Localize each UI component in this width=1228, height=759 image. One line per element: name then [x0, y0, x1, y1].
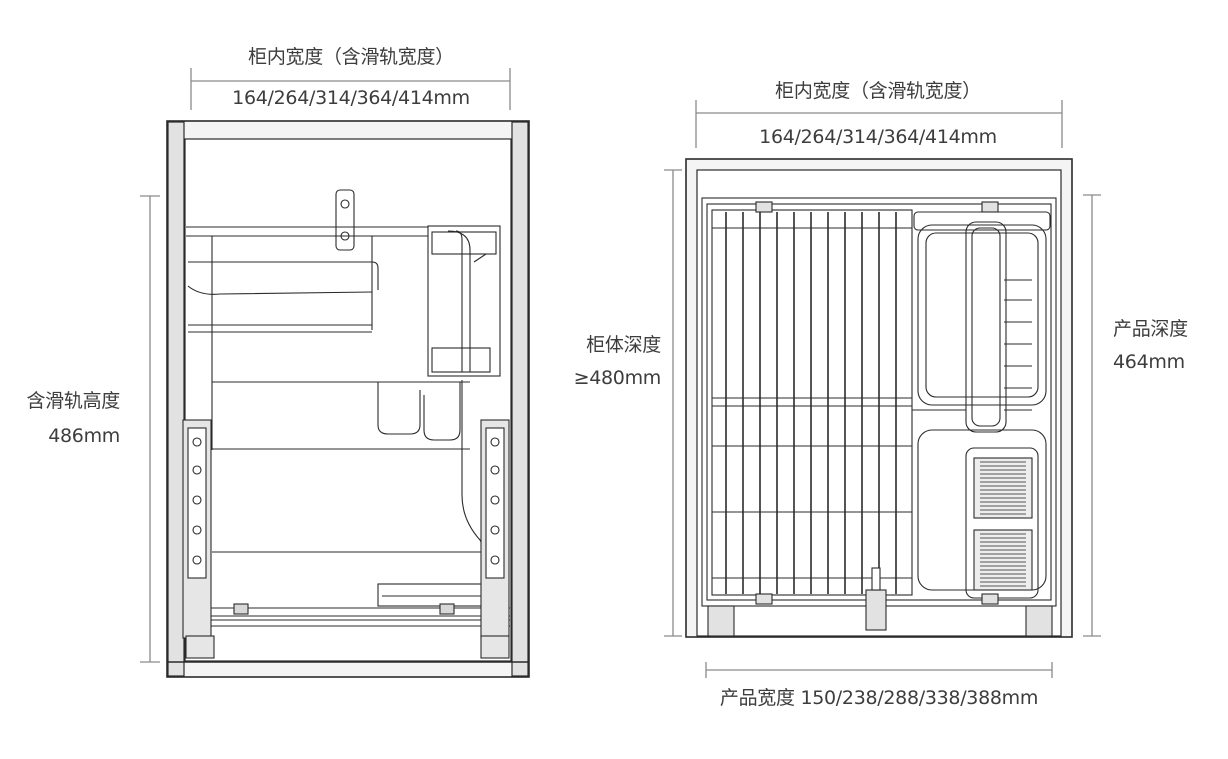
right-width-values: 164/264/314/364/414mm — [759, 126, 997, 148]
left-width-dimension — [190, 68, 511, 110]
left-height-value: 486mm — [48, 425, 120, 447]
left-height-title: 含滑轨高度 — [26, 390, 120, 412]
cabinet-depth-value: ≥480mm — [573, 367, 662, 389]
right-side-baskets — [912, 211, 1051, 599]
left-height-dimension — [140, 195, 160, 663]
left-slide-rails — [182, 419, 510, 659]
left-width-title: 柜内宽度（含滑轨宽度） — [248, 46, 454, 68]
right-vent-slots — [980, 461, 1026, 587]
right-basket-bars — [725, 212, 897, 594]
cabinet-depth-title: 柜体深度 — [586, 334, 661, 356]
left-basket — [186, 189, 510, 627]
product-depth-title: 产品深度 — [1113, 318, 1188, 340]
right-product-depth-dimension — [1083, 194, 1101, 637]
left-width-values: 164/264/314/364/414mm — [232, 87, 470, 109]
right-width-dimension — [695, 100, 1063, 148]
product-width-label: 产品宽度 150/238/288/338/388mm — [719, 687, 1039, 709]
left-cabinet — [166, 120, 530, 678]
product-depth-value: 464mm — [1113, 351, 1185, 373]
right-width-title: 柜内宽度（含滑轨宽度） — [775, 80, 981, 102]
right-product-width-dimension — [705, 662, 1053, 678]
right-feet — [707, 201, 1053, 637]
right-cabinet-depth-dimension — [664, 169, 682, 637]
